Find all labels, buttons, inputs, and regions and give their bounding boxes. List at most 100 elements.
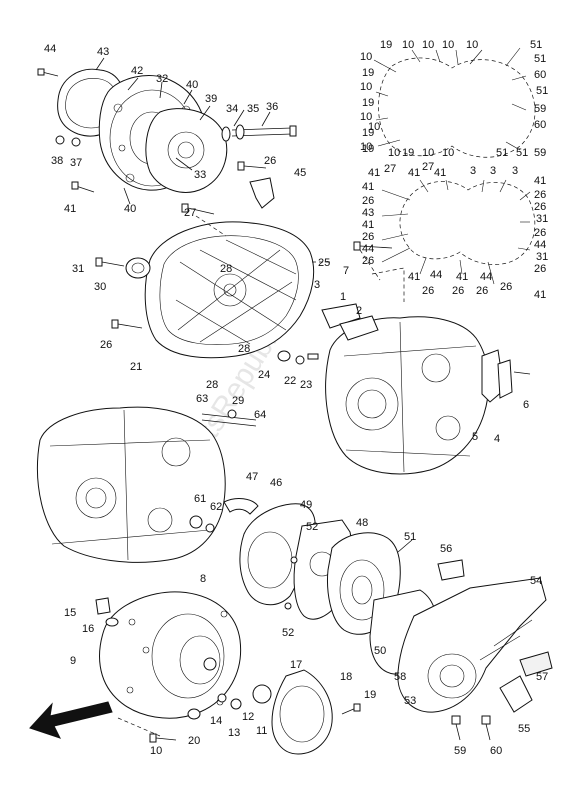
callout-44: 44 xyxy=(44,43,56,55)
callout-2: 2 xyxy=(356,305,362,317)
gasket-a-right-0: 51 xyxy=(530,39,542,51)
callout-9: 9 xyxy=(70,655,76,667)
gasket-diagram-b xyxy=(381,179,536,285)
gasket-b-left-4: 26 xyxy=(362,231,374,243)
gasket-b-bottom-3: 26 xyxy=(422,285,434,297)
gasket-a-top-1: 10 xyxy=(402,39,414,51)
callout-24: 24 xyxy=(258,369,270,381)
gasket-b-bottom-1: 44 xyxy=(430,269,442,281)
sprocket-cover-group xyxy=(397,559,553,741)
callout-58: 58 xyxy=(394,671,406,683)
gasket-b-right-2: 26 xyxy=(534,201,546,213)
gasket-b-right-8: 41 xyxy=(534,289,546,301)
callout-60: 60 xyxy=(490,745,502,757)
gasket-a-left-1: 19 xyxy=(362,67,374,79)
callout-31: 31 xyxy=(72,263,84,275)
gasket-a-left-2: 10 xyxy=(360,81,372,93)
sprocket-cover xyxy=(397,577,547,713)
callout-64: 64 xyxy=(254,409,266,421)
gasket-a-top-0: 19 xyxy=(380,39,392,51)
gasket-diagram-a xyxy=(373,47,536,158)
gasket-a-bottom-7: 59 xyxy=(534,147,546,159)
gasket-a-top-3: 10 xyxy=(442,39,454,51)
callout-59: 59 xyxy=(454,745,466,757)
callout-29: 29 xyxy=(232,395,244,407)
callout-52b: 52 xyxy=(282,627,294,639)
gasket-b-top-0: 41 xyxy=(368,167,380,179)
gasket-b-top-1: 27 xyxy=(384,163,396,175)
gasket-b-top-6: 3 xyxy=(490,165,496,177)
gasket-a-right-1: 51 xyxy=(534,53,546,65)
gasket-a-left-7: 10 xyxy=(368,121,380,133)
gasket-a-bottom-3: 10 xyxy=(422,147,434,159)
clutch-cap-group xyxy=(271,669,361,755)
callout-62: 62 xyxy=(210,501,222,513)
gasket-a-left-0: 10 xyxy=(360,51,372,63)
callout-18: 18 xyxy=(340,671,352,683)
callout-41: 41 xyxy=(64,203,76,215)
callout-13: 13 xyxy=(228,727,240,739)
gasket-a-bottom-2: 19 xyxy=(402,147,414,159)
callout-45: 45 xyxy=(294,167,306,179)
gasket-a-left-3: 19 xyxy=(362,97,374,109)
callout-40b: 40 xyxy=(124,203,136,215)
callout-57: 57 xyxy=(536,671,548,683)
callout-38: 38 xyxy=(51,155,63,167)
callout-1: 1 xyxy=(340,291,346,303)
callout-47: 47 xyxy=(246,471,258,483)
gasket-a-left-4: 10 xyxy=(360,111,372,123)
crankcase-cover-group xyxy=(95,161,393,365)
callout-26b: 26 xyxy=(100,339,112,351)
gasket-b-bottom-7: 26 xyxy=(500,281,512,293)
callout-39: 39 xyxy=(205,93,217,105)
callout-51: 51 xyxy=(404,531,416,543)
right-crankcase xyxy=(325,316,490,475)
plate-55 xyxy=(499,675,533,713)
callout-37: 37 xyxy=(70,157,82,169)
callout-43: 43 xyxy=(97,46,109,58)
callout-61: 61 xyxy=(194,493,206,505)
callout-17: 17 xyxy=(290,659,302,671)
callout-48: 48 xyxy=(356,517,368,529)
callout-4: 4 xyxy=(494,433,500,445)
gasket-b-top-7: 3 xyxy=(512,165,518,177)
gasket-b-right-1: 26 xyxy=(534,189,546,201)
gasket-a-bottom-1: 10 xyxy=(388,147,400,159)
callout-28b: 28 xyxy=(238,343,250,355)
callout-14: 14 xyxy=(210,715,222,727)
gasket-a-right-3: 51 xyxy=(536,85,548,97)
callout-49: 49 xyxy=(300,499,312,511)
callout-5: 5 xyxy=(472,431,478,443)
clutch-cover-group xyxy=(95,591,272,743)
callout-16: 16 xyxy=(82,623,94,635)
gasket-b-bottom-2: 41 xyxy=(456,271,468,283)
gasket-b-left-3: 41 xyxy=(362,219,374,231)
gasket-b-left-2: 43 xyxy=(362,207,374,219)
callout-26: 26 xyxy=(264,155,276,167)
gasket-a-left-5: 19 xyxy=(362,127,374,139)
callout-53: 53 xyxy=(404,695,416,707)
callout-23: 23 xyxy=(300,379,312,391)
callout-30: 30 xyxy=(94,281,106,293)
callout-15: 15 xyxy=(64,607,76,619)
gasket-b-left-1: 26 xyxy=(362,195,374,207)
gasket-b-top-3: 27 xyxy=(422,161,434,173)
gasket-b-right-4: 26 xyxy=(534,227,546,239)
gasket-a-bottom-4: 10 xyxy=(442,147,454,159)
gasket-b-top-5: 3 xyxy=(470,165,476,177)
plate-56 xyxy=(437,559,465,581)
left-crankcase xyxy=(37,406,226,563)
gasket-b-bottom-5: 26 xyxy=(452,285,464,297)
plate-57 xyxy=(519,651,553,677)
callout-22: 22 xyxy=(284,375,296,387)
gasket-b-right-6: 31 xyxy=(536,251,548,263)
direction-arrow-icon xyxy=(29,701,113,739)
gasket-a-right-5: 60 xyxy=(534,119,546,131)
right-crankcase-group xyxy=(321,267,531,475)
callout-46: 46 xyxy=(270,477,282,489)
callout-28: 28 xyxy=(220,263,232,275)
